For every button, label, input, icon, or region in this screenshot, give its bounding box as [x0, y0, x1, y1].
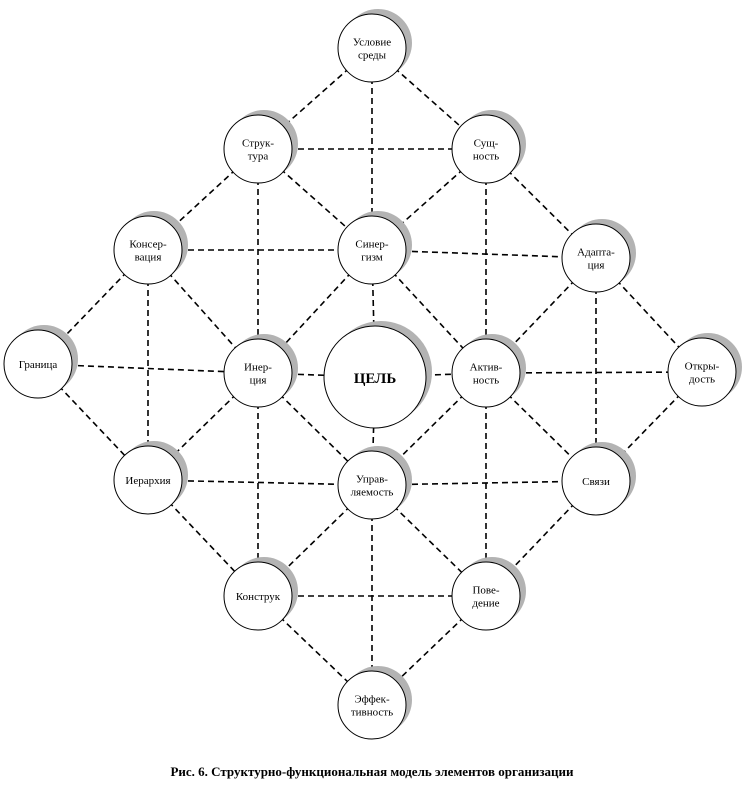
node-label: Связи	[582, 476, 610, 488]
node-label-line: Консер-	[129, 239, 167, 251]
node-ier: Иерархия	[113, 441, 188, 515]
node-label: Управ-ляемость	[351, 474, 394, 499]
edge-akt-otkr	[485, 371, 703, 374]
edge-ier-upr	[147, 479, 373, 486]
node-circle	[337, 450, 407, 520]
node-akt: Актив-ность	[451, 334, 526, 408]
node-sush: Сущ-ность	[451, 110, 526, 184]
node-svy: Связи	[561, 442, 636, 516]
node-circle	[451, 561, 521, 631]
node-label-line: ность	[473, 375, 499, 387]
node-label-line: Связи	[582, 476, 610, 488]
node-cel: ЦЕЛЬ	[323, 321, 432, 429]
node-adap: Адапта-ция	[561, 219, 636, 293]
edge-upr-svy	[371, 480, 597, 486]
node-label: Эффек-тивность	[351, 694, 393, 719]
node-label-line: Условие	[353, 37, 391, 49]
node-label-line: ляемость	[351, 487, 394, 499]
node-circle	[3, 329, 73, 399]
node-label-line: ция	[588, 260, 605, 272]
node-circle	[113, 215, 183, 285]
node-label-line: Струк-	[242, 138, 274, 150]
node-label-line: Синер-	[355, 239, 388, 251]
node-circle	[561, 223, 631, 293]
node-label-line: Эффек-	[354, 694, 390, 706]
node-label: Адапта-ция	[577, 247, 615, 272]
node-circle	[337, 13, 407, 83]
figure-caption: Рис. 6. Структурно-функциональная модель…	[170, 764, 574, 779]
node-label: Сущ-ность	[473, 138, 499, 163]
node-circle	[451, 114, 521, 184]
node-gran: Граница	[3, 325, 78, 399]
node-label-line: ция	[250, 375, 267, 387]
node-label-line: тура	[248, 151, 269, 163]
node-circle	[323, 325, 427, 429]
node-label-line: тивность	[351, 707, 393, 719]
node-label: ЦЕЛЬ	[354, 371, 397, 387]
node-circle	[561, 446, 631, 516]
node-label: Актив-ность	[470, 362, 503, 387]
edge-gran-iner	[37, 363, 259, 374]
node-label: Конструк	[236, 591, 281, 603]
node-str: Струк-тура	[223, 110, 298, 184]
node-label: Откры-дость	[685, 361, 720, 386]
node-circle	[223, 114, 293, 184]
node-label-line: Граница	[19, 359, 58, 371]
node-label-line: дение	[472, 598, 499, 610]
edge-sin-adap	[371, 249, 597, 259]
node-eff: Эффек-тивность	[337, 666, 412, 740]
node-circle	[223, 561, 293, 631]
node-pov: Пове-дение	[451, 557, 526, 631]
node-label-line: гизм	[361, 252, 383, 264]
node-iner: Инер-ция	[223, 334, 298, 408]
node-circle	[667, 337, 737, 407]
node-label-line: ЦЕЛЬ	[354, 371, 397, 387]
edge-sin-akt	[371, 249, 487, 374]
node-circle	[337, 215, 407, 285]
node-label-line: Сущ-	[474, 138, 499, 150]
node-label: Струк-тура	[242, 138, 274, 163]
node-sin: Синер-гизм	[337, 211, 412, 285]
node-circle	[337, 670, 407, 740]
node-circle	[113, 445, 183, 515]
node-kons: Консер-вация	[113, 211, 188, 285]
edge-sin-iner	[257, 249, 373, 374]
node-label-line: Актив-	[470, 362, 503, 374]
node-label-line: Управ-	[356, 474, 388, 486]
node-label: Инер-ция	[244, 362, 272, 387]
node-label: Синер-гизм	[355, 239, 388, 264]
node-kstr: Конструк	[223, 557, 298, 631]
edge-kons-iner	[147, 249, 259, 374]
node-label-line: Откры-	[685, 361, 720, 373]
node-circle	[223, 338, 293, 408]
node-label: Пове-дение	[472, 585, 499, 610]
node-label-line: среды	[358, 50, 387, 62]
node-label-line: ность	[473, 151, 499, 163]
node-label-line: дость	[689, 374, 715, 386]
node-label-line: вация	[135, 252, 162, 264]
node-otkr: Откры-дость	[667, 333, 742, 407]
node-label-line: Конструк	[236, 591, 281, 603]
node-label-line: Инер-	[244, 362, 272, 374]
node-label: Консер-вация	[129, 239, 167, 264]
node-upr: Управ-ляемость	[337, 446, 412, 520]
node-circle	[451, 338, 521, 408]
node-label-line: Пове-	[472, 585, 499, 597]
node-label: Граница	[19, 359, 58, 371]
node-label: Иерархия	[125, 475, 170, 487]
node-label-line: Адапта-	[577, 247, 615, 259]
node-label-line: Иерархия	[125, 475, 170, 487]
